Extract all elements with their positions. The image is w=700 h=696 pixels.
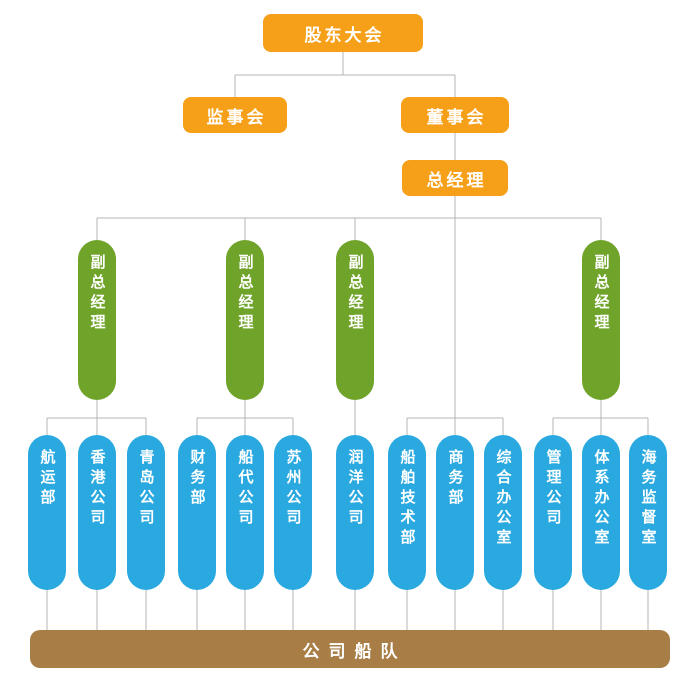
- node-hongkong-company: 香港公司: [78, 435, 116, 590]
- node-suzhou-company: 苏州公司: [274, 435, 312, 590]
- node-deputy-gm-1: 副总经理: [78, 240, 116, 400]
- node-marine-supervision-office: 海务监督室: [629, 435, 667, 590]
- node-general-manager: 总经理: [402, 160, 508, 196]
- node-management-company: 管理公司: [534, 435, 572, 590]
- node-general-office: 综合办公室: [484, 435, 522, 590]
- node-finance-dept: 财务部: [178, 435, 216, 590]
- node-ship-agency-company: 船代公司: [226, 435, 264, 590]
- node-company-fleet: 公司船队: [30, 630, 670, 668]
- node-shipping-dept: 航运部: [28, 435, 66, 590]
- node-deputy-gm-3: 副总经理: [336, 240, 374, 400]
- node-deputy-gm-4: 副总经理: [582, 240, 620, 400]
- node-system-office: 体系办公室: [582, 435, 620, 590]
- node-runyang-company: 润洋公司: [336, 435, 374, 590]
- node-shareholders-meeting: 股东大会: [263, 14, 423, 52]
- node-qingdao-company: 青岛公司: [127, 435, 165, 590]
- node-deputy-gm-2: 副总经理: [226, 240, 264, 400]
- node-ship-tech-dept: 船舶技术部: [388, 435, 426, 590]
- node-board-of-directors: 董事会: [401, 97, 509, 133]
- node-commerce-dept: 商务部: [436, 435, 474, 590]
- node-supervisory-board: 监事会: [183, 97, 287, 133]
